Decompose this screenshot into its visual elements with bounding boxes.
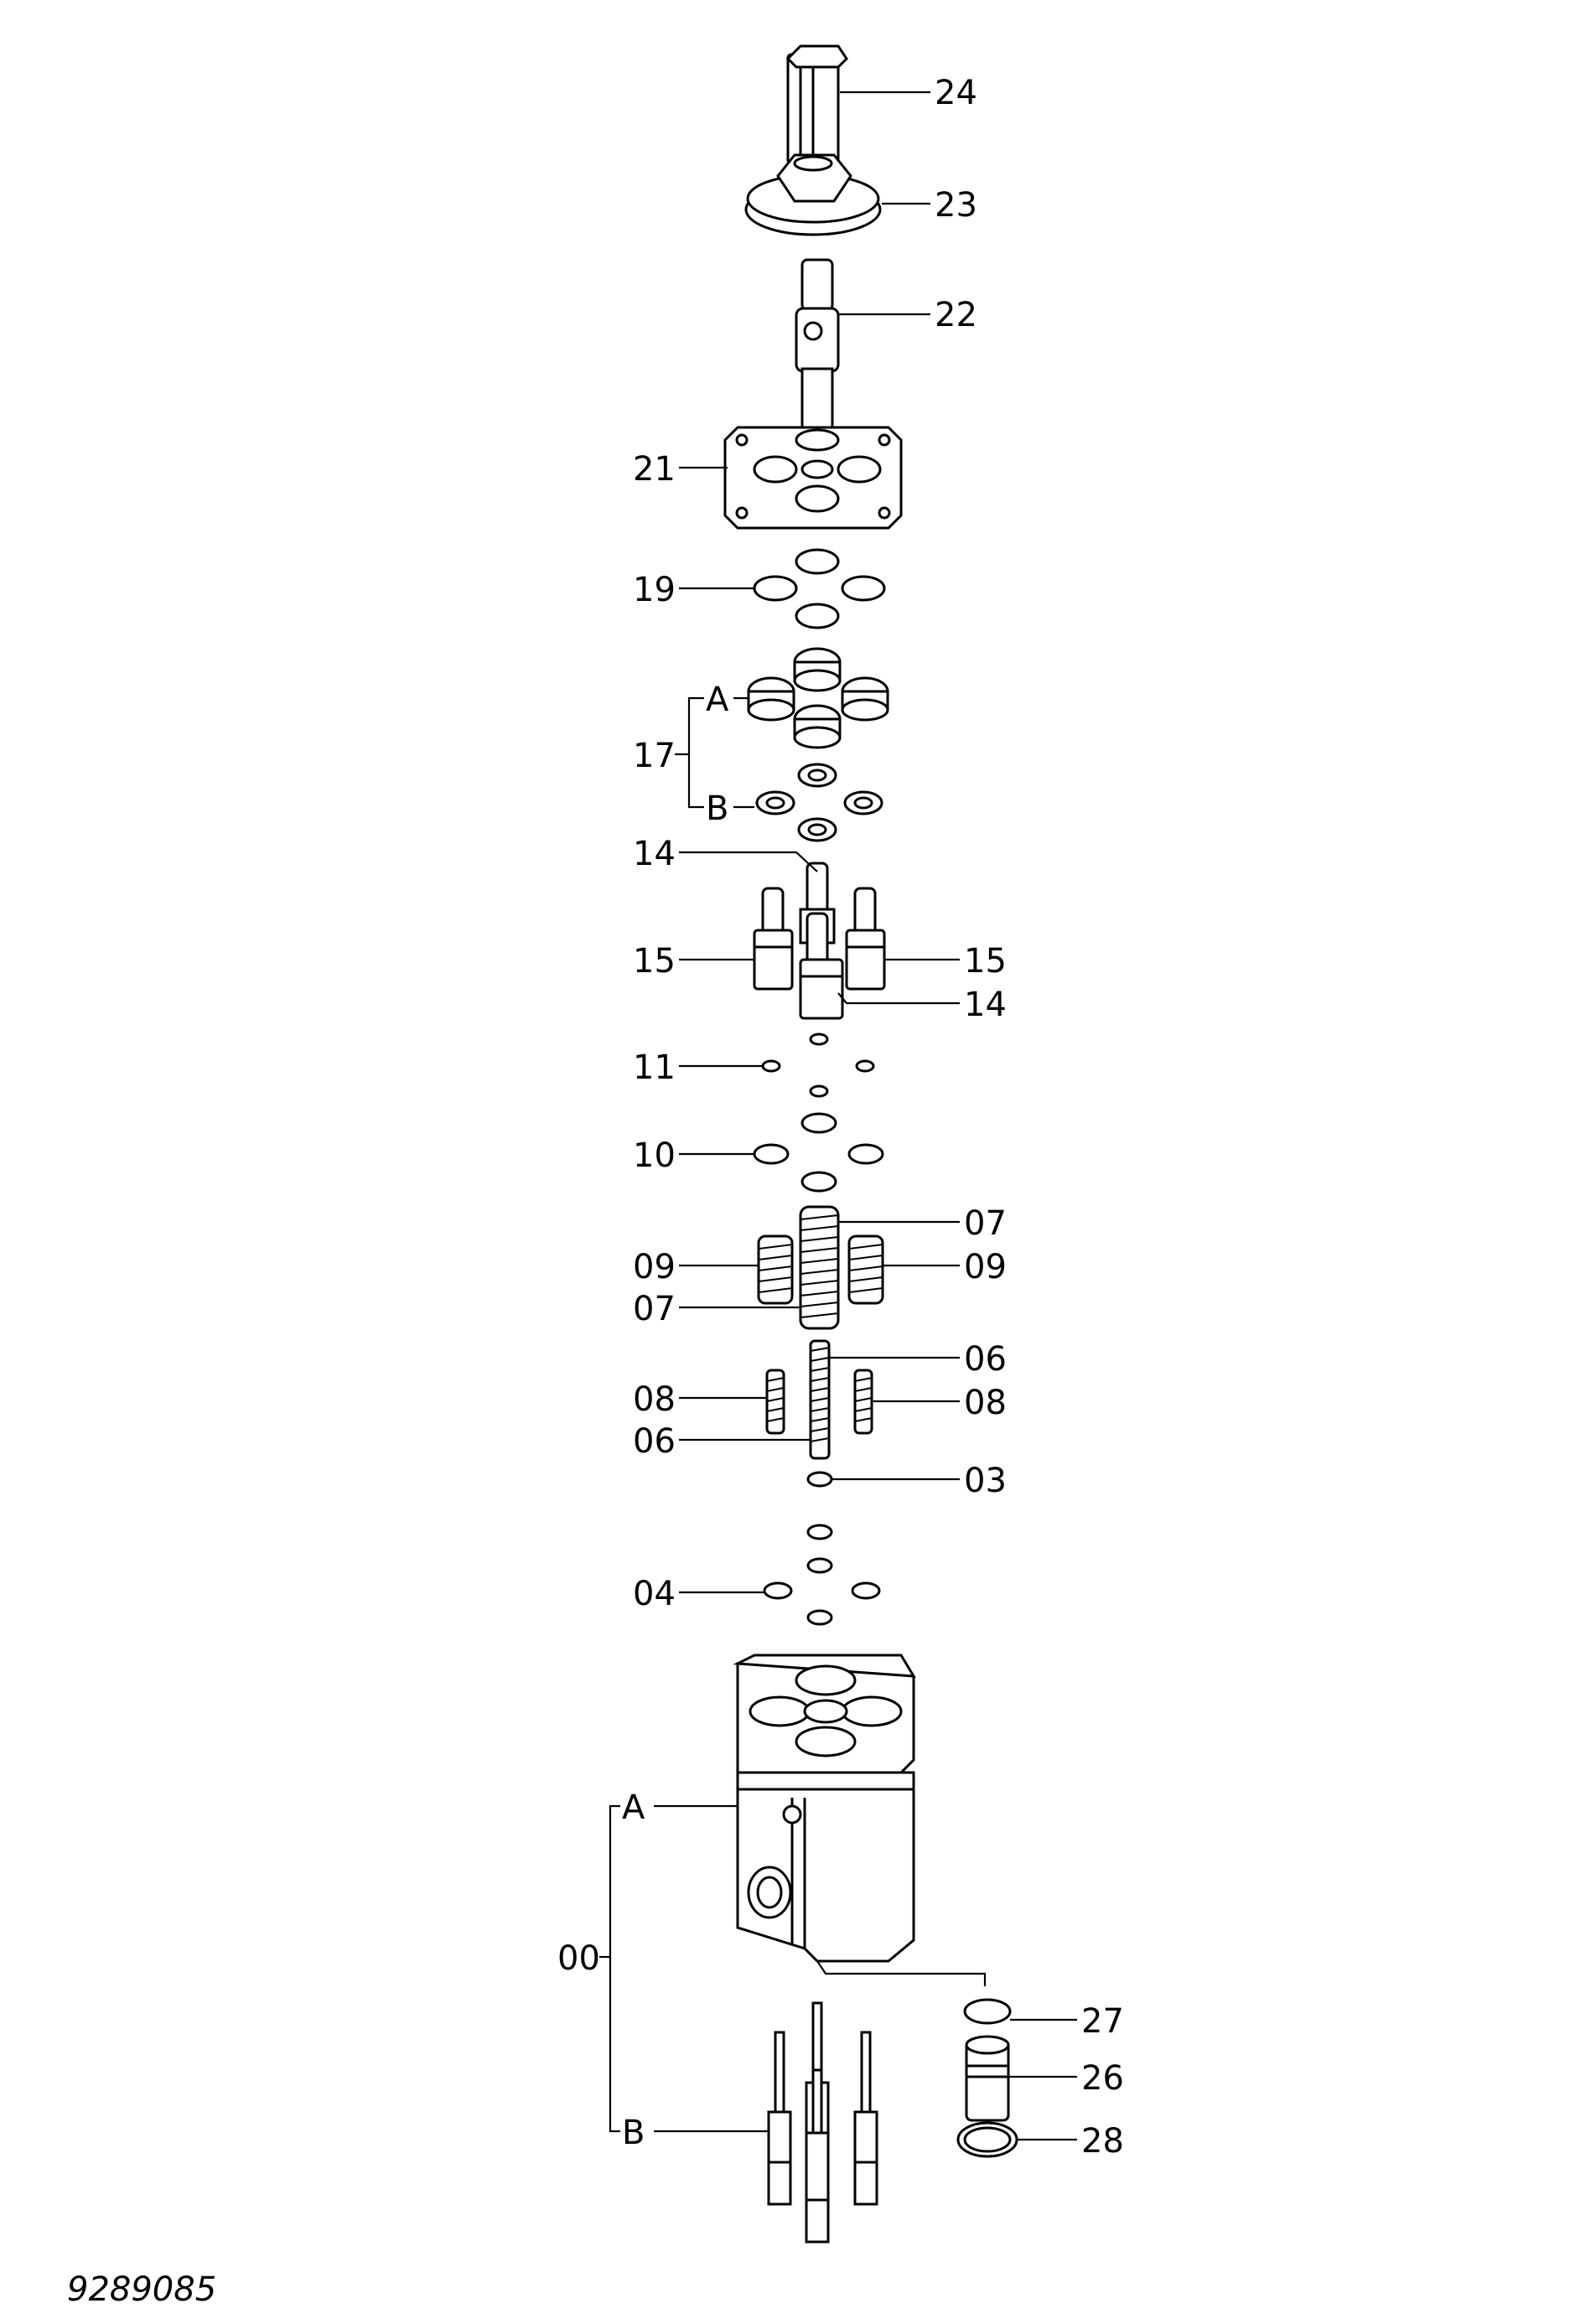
part-03-washer: [806, 1471, 833, 1488]
part-10-retainers: [753, 1112, 884, 1193]
callout-09-left[interactable]: 09: [633, 1248, 676, 1286]
part-00b-push-rods: [767, 2001, 878, 2244]
callout-21[interactable]: 21: [633, 450, 676, 489]
callout-17a[interactable]: A: [706, 681, 729, 719]
part-17b-seals: [755, 763, 883, 842]
callout-14-top[interactable]: 14: [633, 835, 676, 873]
part-22-universal-joint: [795, 258, 840, 433]
callout-26[interactable]: 26: [1081, 2059, 1124, 2098]
callout-17b[interactable]: B: [706, 789, 728, 828]
part-23-cap-nut: [744, 153, 882, 236]
callout-28[interactable]: 28: [1081, 2122, 1124, 2161]
callout-10[interactable]: 10: [633, 1136, 676, 1175]
part-07-09-springs: [757, 1205, 884, 1330]
callout-14-bottom[interactable]: 14: [964, 986, 1007, 1024]
callout-17[interactable]: 17: [633, 737, 676, 775]
callout-24[interactable]: 24: [935, 74, 977, 112]
part-14-15-spools: [753, 862, 886, 1020]
part-04-washers: [763, 1524, 881, 1626]
callout-11[interactable]: 11: [633, 1048, 676, 1087]
part-27-o-ring: [963, 1998, 1012, 2025]
callout-08-left[interactable]: 08: [633, 1380, 676, 1419]
callout-09-right[interactable]: 09: [964, 1248, 1007, 1286]
small-spring-coil-lines: [766, 1347, 873, 1442]
callout-06-right[interactable]: 06: [964, 1340, 1007, 1379]
callout-22[interactable]: 22: [935, 296, 977, 334]
callout-07-left[interactable]: 07: [633, 1290, 676, 1328]
callout-03[interactable]: 03: [964, 1462, 1007, 1500]
callout-15-right[interactable]: 15: [964, 942, 1007, 981]
part-00a-casing: [733, 1654, 916, 1963]
callout-08-right[interactable]: 08: [964, 1384, 1007, 1422]
callout-00b[interactable]: B: [622, 2114, 645, 2152]
part-11-clips: [761, 1033, 875, 1098]
callout-00[interactable]: 00: [557, 1939, 600, 1978]
callout-23[interactable]: 23: [935, 186, 977, 225]
callout-04[interactable]: 04: [633, 1575, 676, 1613]
part-17a-bushings: [747, 647, 889, 749]
callout-06-left[interactable]: 06: [633, 1422, 676, 1461]
drawing-number: 9289085: [67, 2270, 216, 2309]
part-24-hex-socket: [785, 44, 848, 165]
part-26-plug: [965, 2035, 1010, 2122]
callout-15-left[interactable]: 15: [633, 942, 676, 981]
callout-07-right[interactable]: 07: [964, 1204, 1007, 1243]
callout-19[interactable]: 19: [633, 571, 676, 609]
callout-27[interactable]: 27: [1081, 2002, 1124, 2041]
part-28-ring: [956, 2121, 1018, 2158]
part-21-plate: [723, 426, 903, 530]
callout-00a[interactable]: A: [622, 1788, 645, 1827]
part-19-o-rings: [753, 548, 886, 629]
spring-coil-lines: [758, 1214, 883, 1318]
